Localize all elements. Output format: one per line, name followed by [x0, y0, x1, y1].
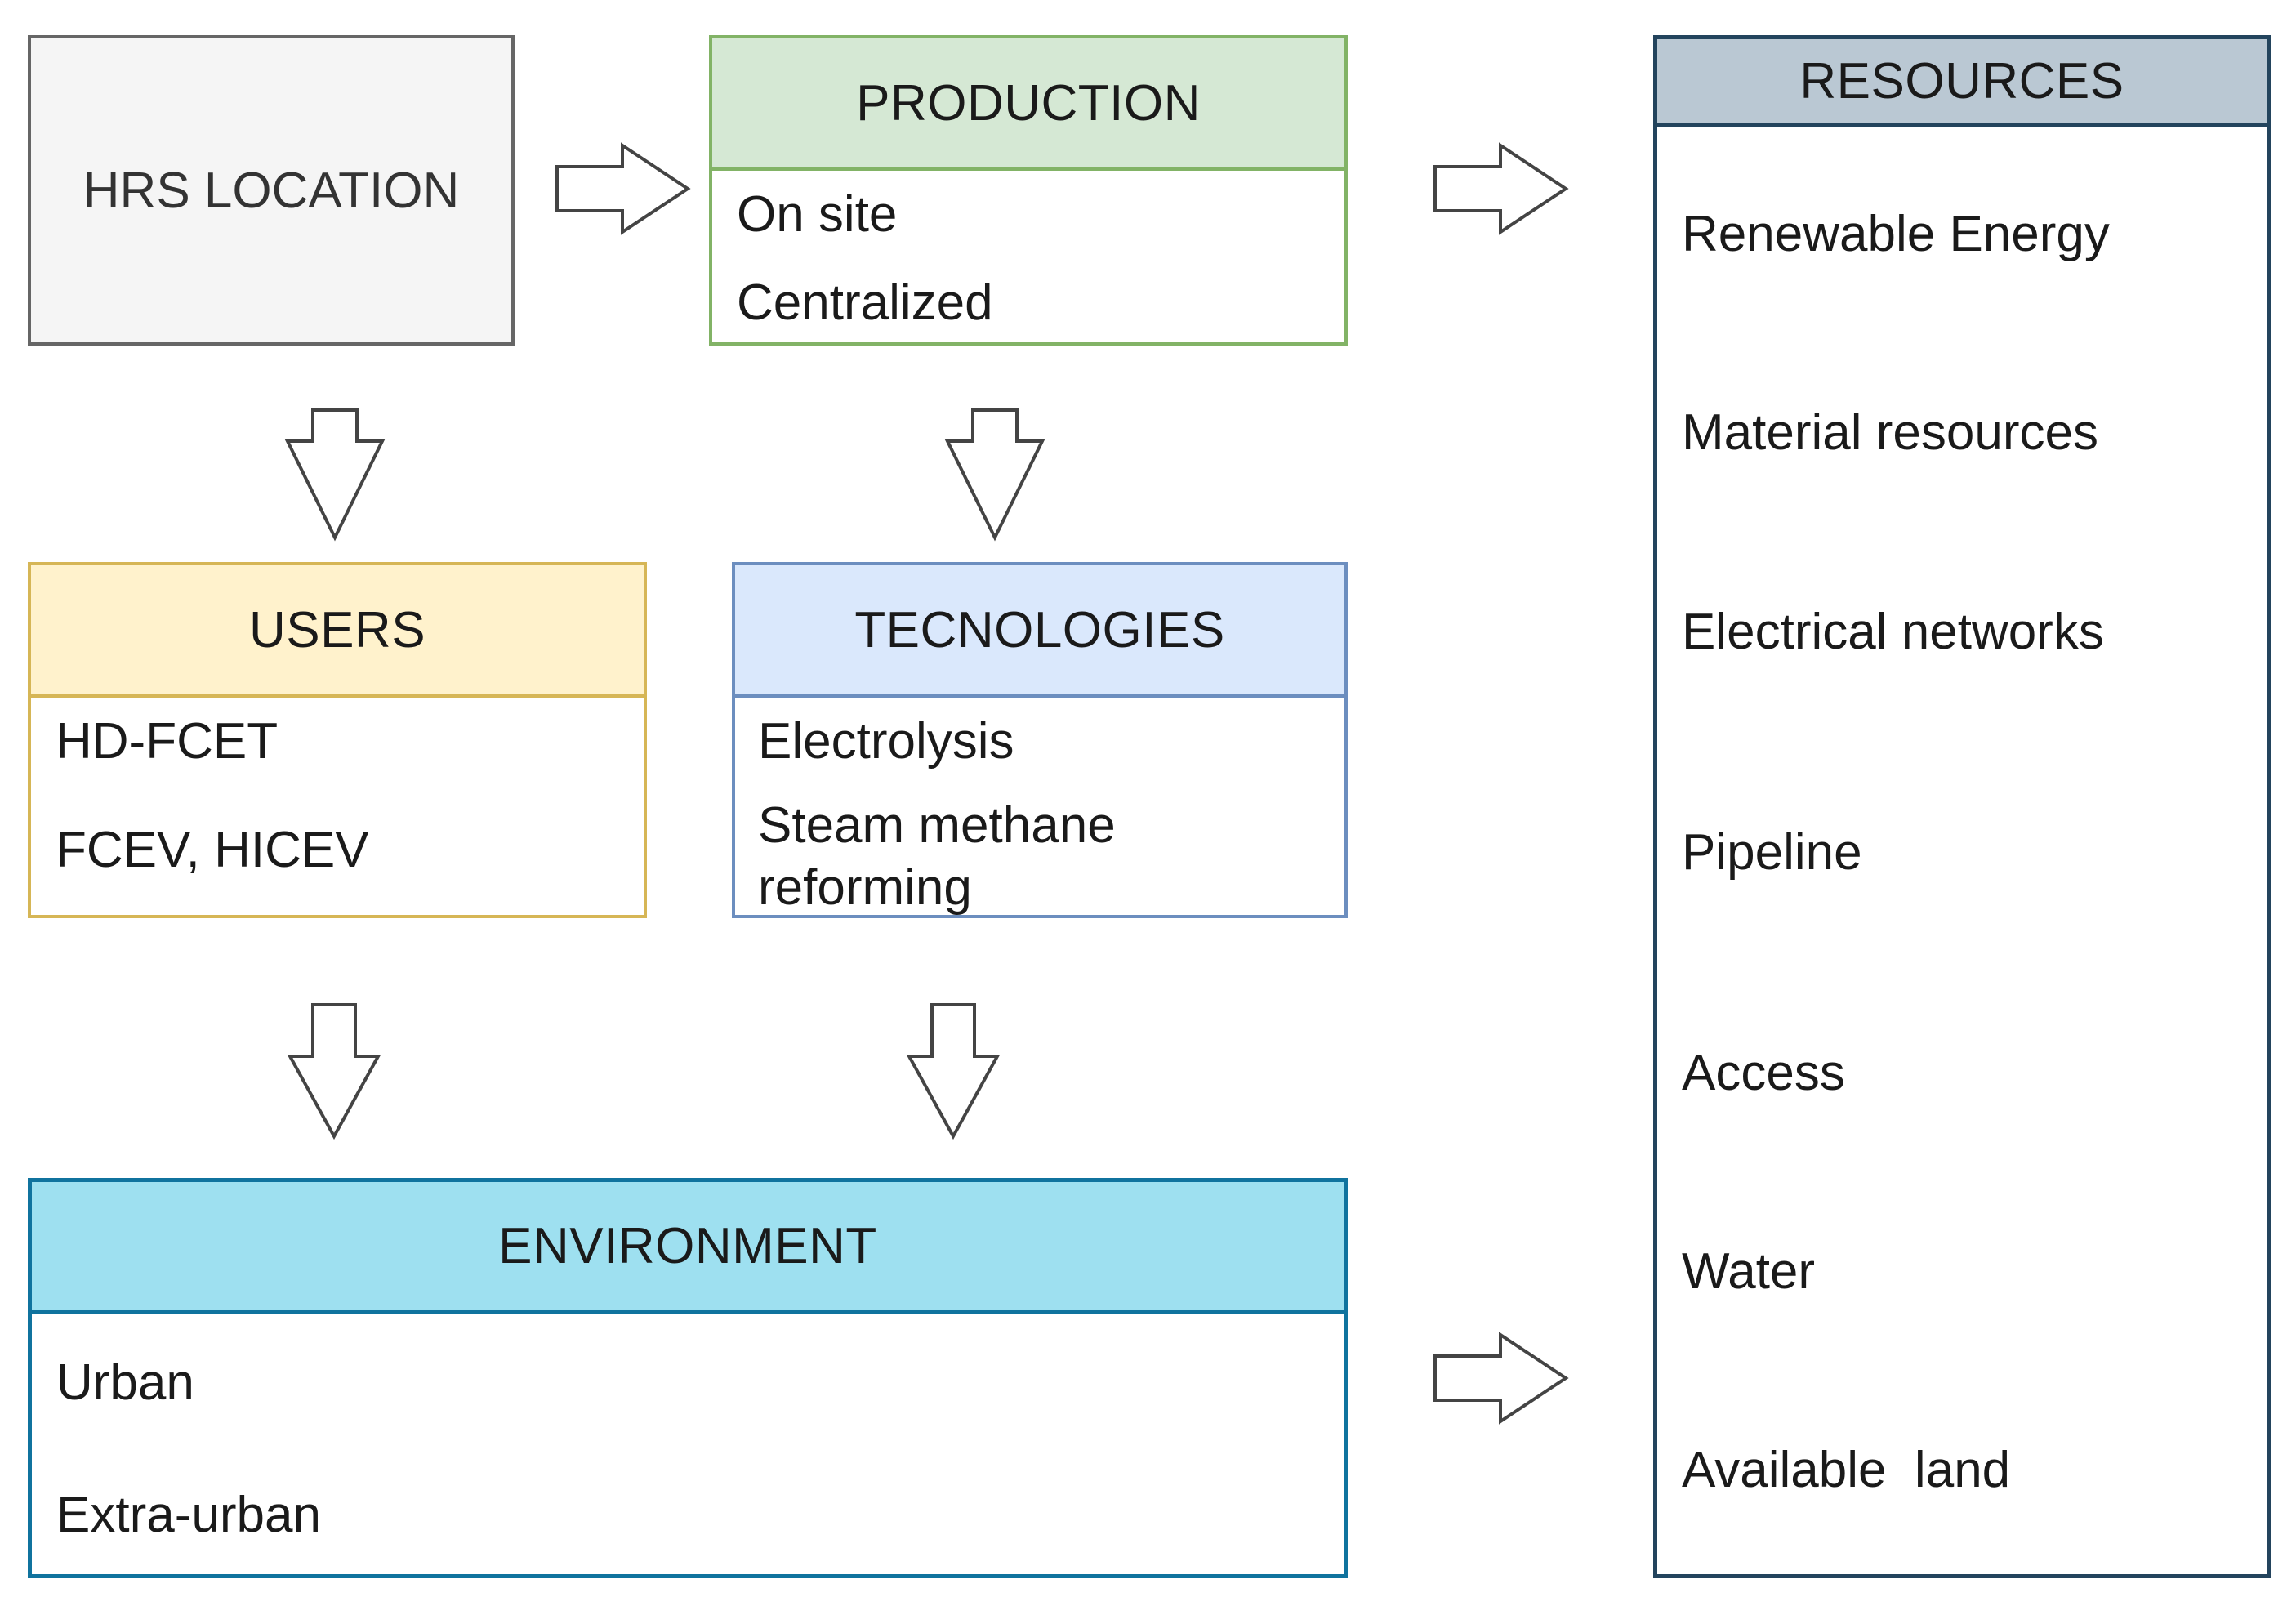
technologies-box: TECNOLOGIES Electrolysis Steam methane r… — [732, 562, 1348, 918]
users-item-hd-fcet: HD-FCET — [56, 713, 279, 770]
technologies-item-steam-methane: Steam methane — [758, 797, 1116, 854]
users-item-fcev-hicev: FCEV, HICEV — [56, 822, 369, 878]
arrow-users-to-environment-icon — [287, 1003, 381, 1140]
technologies-item-reforming: reforming — [758, 859, 972, 916]
arrow-technologies-to-environment-icon — [906, 1003, 1001, 1140]
resources-item-electrical-networks: Electrical networks — [1682, 604, 2104, 660]
technologies-header: TECNOLOGIES — [735, 565, 1344, 698]
arrow-hrs-to-production-icon — [555, 142, 691, 235]
production-item-on-site: On site — [737, 186, 898, 243]
arrow-production-to-technologies-icon — [944, 408, 1045, 542]
production-item-centralized: Centralized — [737, 274, 993, 331]
environment-item-urban: Urban — [56, 1354, 194, 1411]
technologies-item-electrolysis: Electrolysis — [758, 713, 1014, 770]
hrs-location-title: HRS LOCATION — [82, 162, 460, 219]
resources-item-access: Access — [1682, 1045, 1845, 1101]
resources-item-water: Water — [1682, 1243, 1816, 1300]
resources-box: RESOURCES Renewable Energy Material reso… — [1653, 35, 2271, 1578]
users-header: USERS — [31, 565, 644, 698]
resources-item-available-land: Available land — [1682, 1442, 2011, 1498]
arrow-hrs-to-users-icon — [284, 408, 386, 542]
resources-item-material-resources: Material resources — [1682, 404, 2098, 461]
production-box: PRODUCTION On site Centralized — [709, 35, 1348, 346]
resources-header: RESOURCES — [1657, 39, 2267, 127]
resources-item-pipeline: Pipeline — [1682, 824, 1862, 881]
arrow-production-to-resources-icon — [1433, 142, 1569, 235]
users-box: USERS HD-FCET FCEV, HICEV — [28, 562, 647, 918]
environment-header: ENVIRONMENT — [32, 1182, 1344, 1314]
environment-item-extra-urban: Extra-urban — [56, 1487, 321, 1543]
environment-box: ENVIRONMENT Urban Extra-urban — [28, 1178, 1348, 1578]
resources-item-renewable-energy: Renewable Energy — [1682, 206, 2110, 262]
hrs-location-box: HRS LOCATION — [28, 35, 515, 346]
production-header: PRODUCTION — [712, 38, 1344, 171]
arrow-environment-to-resources-icon — [1433, 1332, 1569, 1425]
